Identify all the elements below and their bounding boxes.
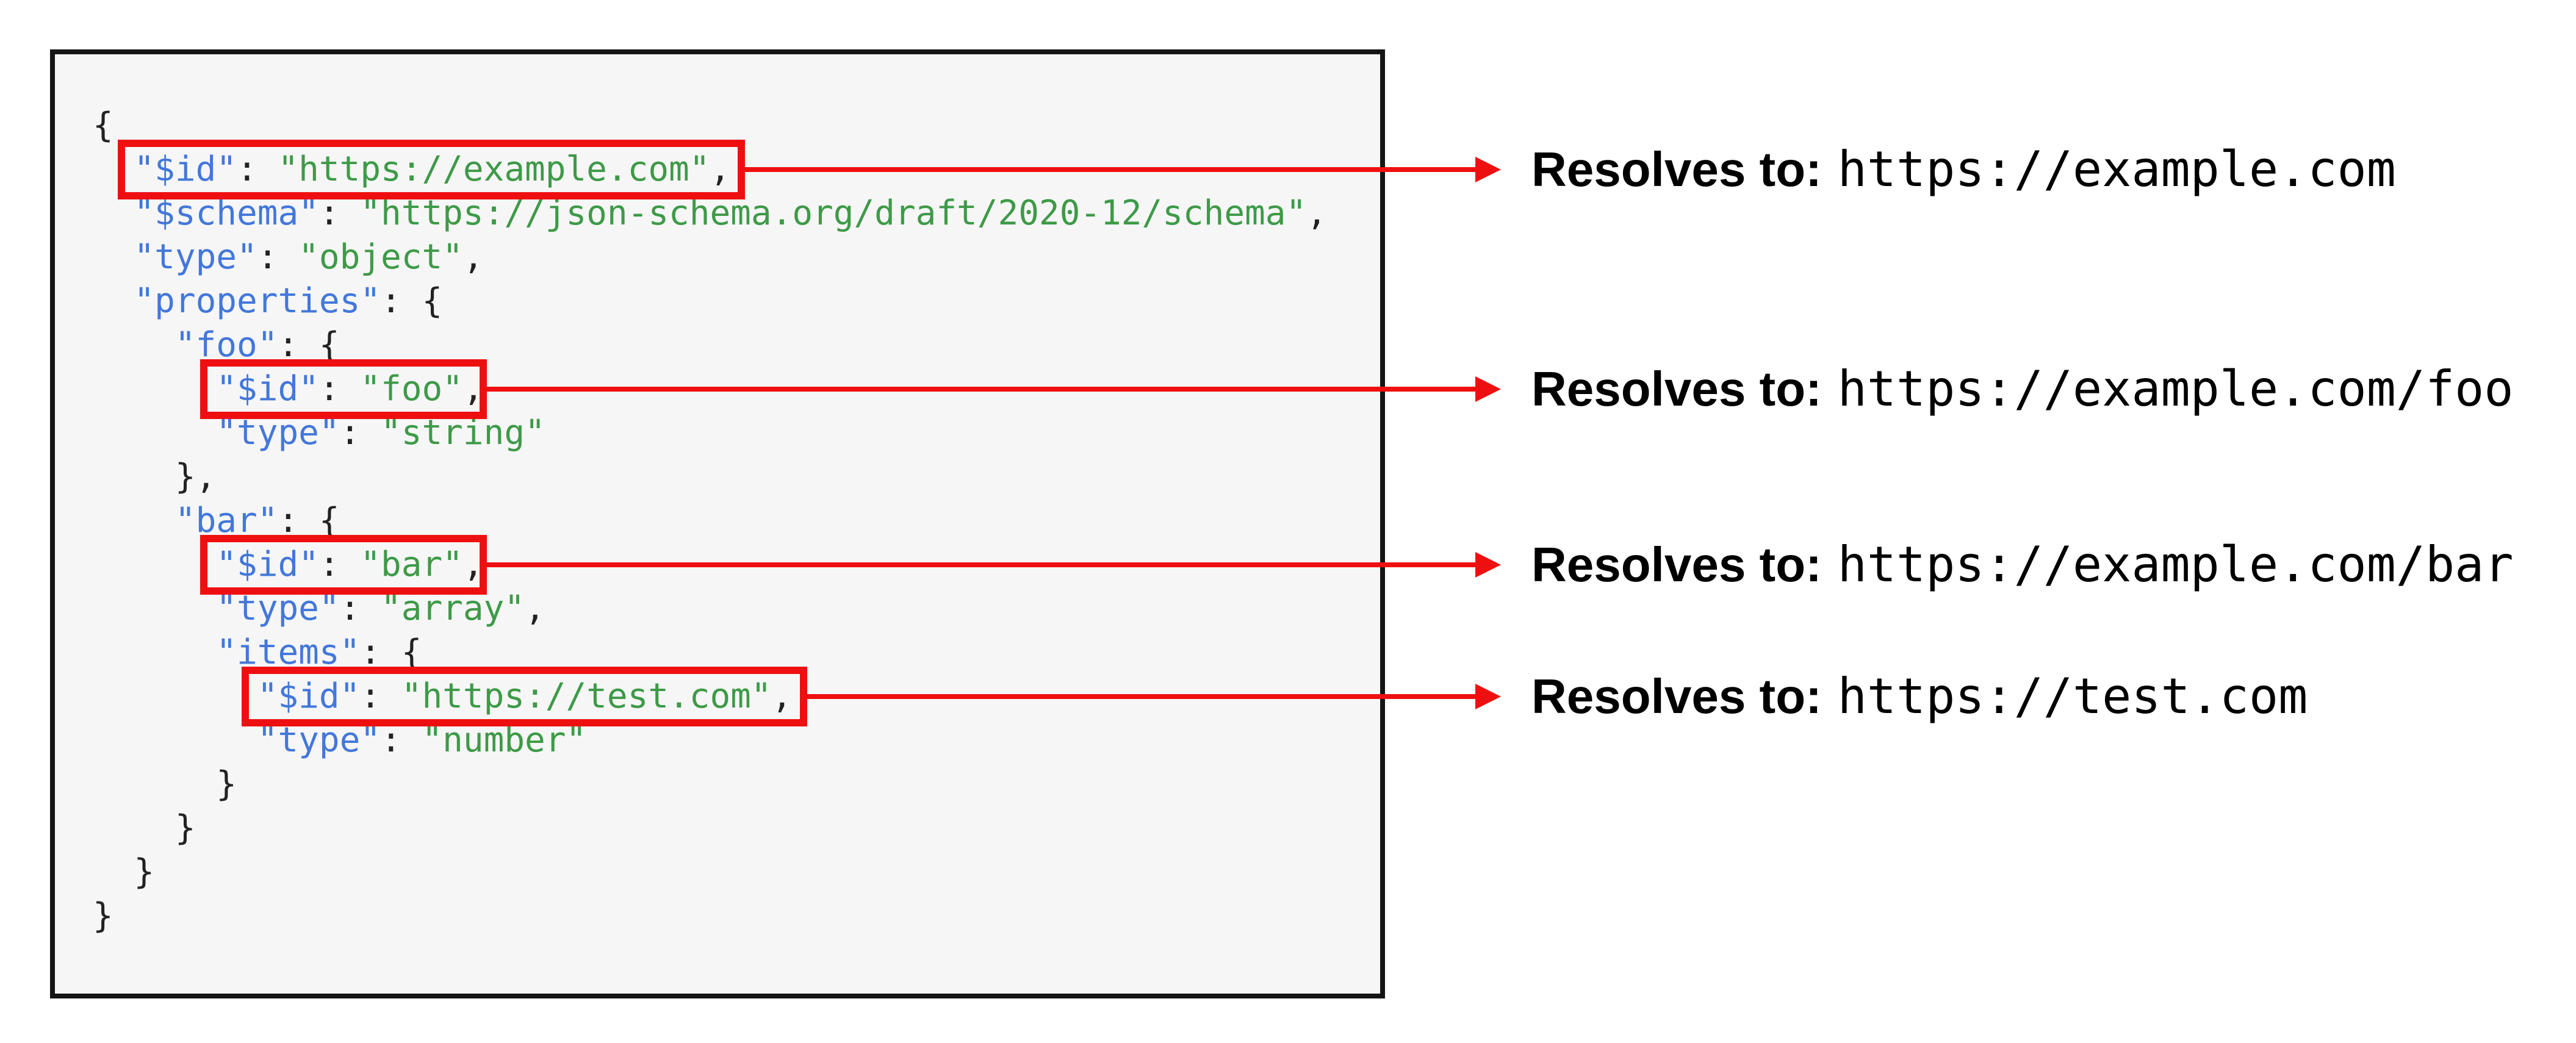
code-line: "type": "array",: [216, 589, 545, 628]
code-line: {: [93, 106, 113, 145]
arrow-line-4: [800, 694, 1475, 699]
resolve-label-prefix: Resolves to:: [1531, 537, 1822, 592]
code-line: }: [93, 764, 237, 804]
code-line: "$id": "https://example.com",: [134, 149, 731, 189]
arrow-line-1: [738, 167, 1475, 172]
code-line: "bar": {: [174, 501, 340, 540]
resolve-label-row-2: Resolves to: https://example.com/foo: [1531, 356, 2513, 422]
resolve-label-row-1: Resolves to: https://example.com: [1531, 137, 2396, 203]
highlight-box-bar-id: [200, 535, 487, 595]
code-line: "properties": {: [134, 281, 443, 321]
resolve-label-prefix: Resolves to:: [1531, 142, 1822, 196]
highlight-box-root-id: [118, 140, 745, 199]
resolve-label-prefix: Resolves to:: [1531, 362, 1822, 416]
code-line: }: [93, 808, 196, 848]
arrow-head-icon-2: [1475, 376, 1501, 402]
code-line: "$id": "https://test.com",: [257, 676, 793, 716]
resolve-url: https://test.com: [1837, 668, 2308, 725]
schema-code-panel: { "$id": "https://example.com", "$schema…: [50, 49, 1385, 998]
code-line: }: [93, 896, 113, 936]
arrow-line-2: [480, 387, 1475, 392]
resolve-label-prefix: Resolves to:: [1531, 669, 1822, 723]
code-line: "type": "string": [216, 413, 545, 453]
resolve-url: https://example.com/foo: [1837, 360, 2514, 417]
schema-code: { "$id": "https://example.com", "$schema…: [55, 54, 1327, 938]
highlight-box-items-id: [242, 667, 807, 726]
resolve-url: https://example.com/bar: [1837, 536, 2514, 593]
arrow-line-3: [480, 562, 1475, 567]
code-line: "foo": {: [174, 325, 340, 365]
resolve-url: https://example.com: [1837, 141, 2396, 198]
code-line: "type": "number": [257, 720, 587, 760]
code-line: },: [93, 457, 217, 496]
code-line: "type": "object",: [134, 237, 484, 277]
code-line: }: [93, 852, 155, 892]
resolve-label-row-4: Resolves to: https://test.com: [1531, 664, 2308, 729]
resolve-label-row-3: Resolves to: https://example.com/bar: [1531, 532, 2513, 598]
arrow-head-icon-3: [1475, 552, 1501, 578]
code-line: "items": {: [216, 633, 422, 672]
code-line: "$schema": "https://json-schema.org/draf…: [134, 193, 1327, 233]
arrow-head-icon-1: [1475, 157, 1501, 182]
highlight-box-foo-id: [200, 359, 487, 419]
arrow-head-icon-4: [1475, 684, 1501, 709]
code-line: "$id": "bar",: [216, 545, 484, 584]
